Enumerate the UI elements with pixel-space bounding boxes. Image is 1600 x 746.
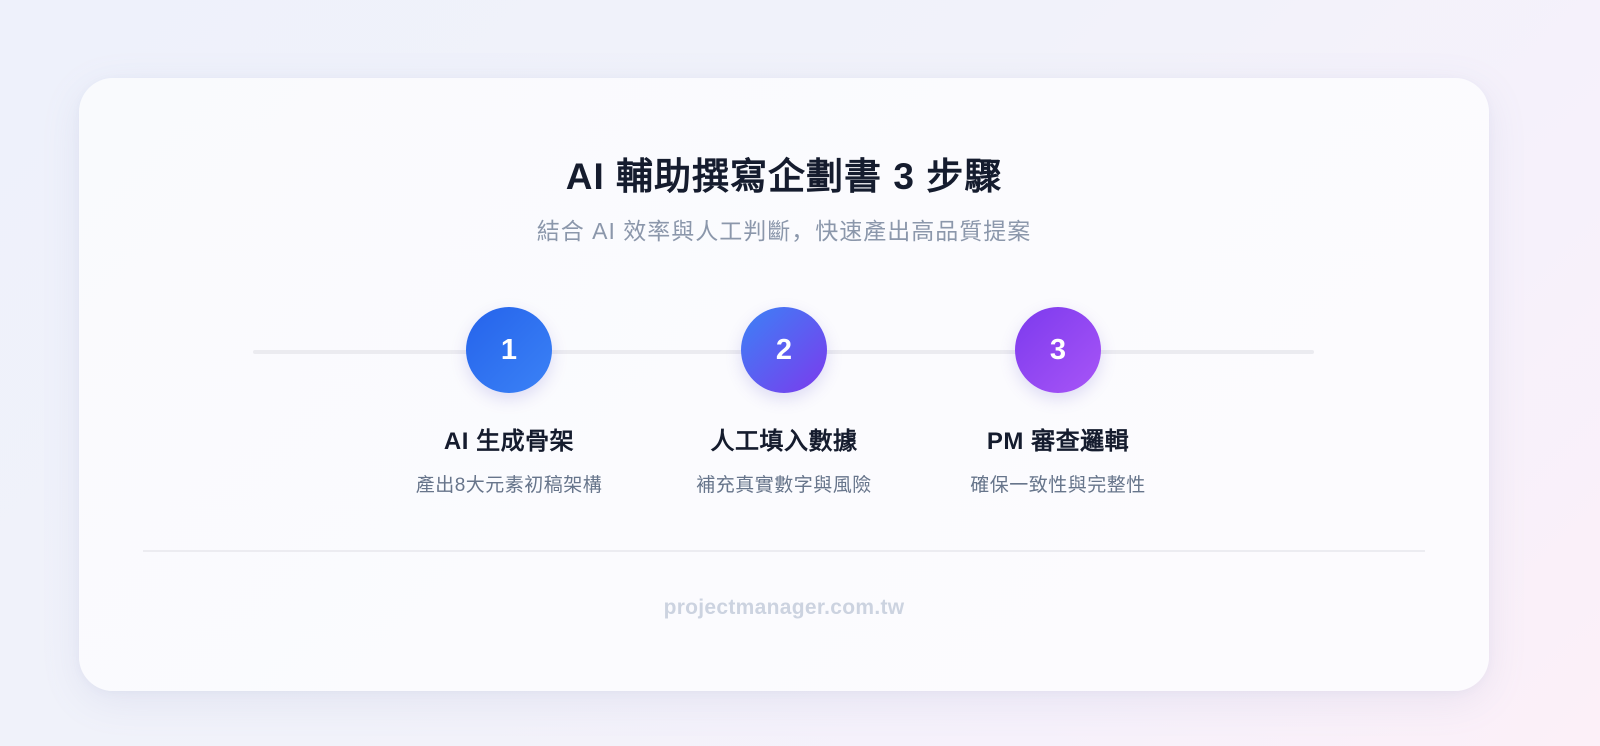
step-number: 2 [775, 333, 793, 366]
step-description: 確保一致性與完整性 [970, 475, 1146, 496]
step-number: 3 [1049, 333, 1067, 366]
step-title: AI 生成骨架 [443, 428, 575, 455]
step-description: 產出8大元素初稿架構 [415, 475, 603, 496]
step-1: 1 AI 生成骨架 產出8大元素初稿架構 [379, 307, 639, 497]
step-number-badge: 2 [741, 307, 827, 393]
page-subtitle: 結合 AI 效率與人工判斷，快速產出高品質提案 [536, 218, 1032, 244]
step-number-badge: 3 [1015, 307, 1101, 393]
step-2: 2 人工填入數據 補充真實數字與風險 [654, 307, 914, 497]
step-3: 3 PM 審查邏輯 確保一致性與完整性 [928, 307, 1188, 497]
steps-card: AI 輔助撰寫企劃書 3 步驟 結合 AI 效率與人工判斷，快速產出高品質提案 … [79, 78, 1489, 691]
step-number-badge: 1 [466, 307, 552, 393]
step-title: PM 審查邏輯 [986, 428, 1130, 455]
page-title: AI 輔助撰寫企劃書 3 步驟 [565, 156, 1003, 197]
step-description: 補充真實數字與風險 [696, 475, 872, 496]
footer-divider [143, 550, 1425, 552]
step-title: 人工填入數據 [710, 428, 858, 455]
step-number: 1 [500, 333, 518, 366]
footer-site-label: projectmanager.com.tw [663, 596, 905, 619]
